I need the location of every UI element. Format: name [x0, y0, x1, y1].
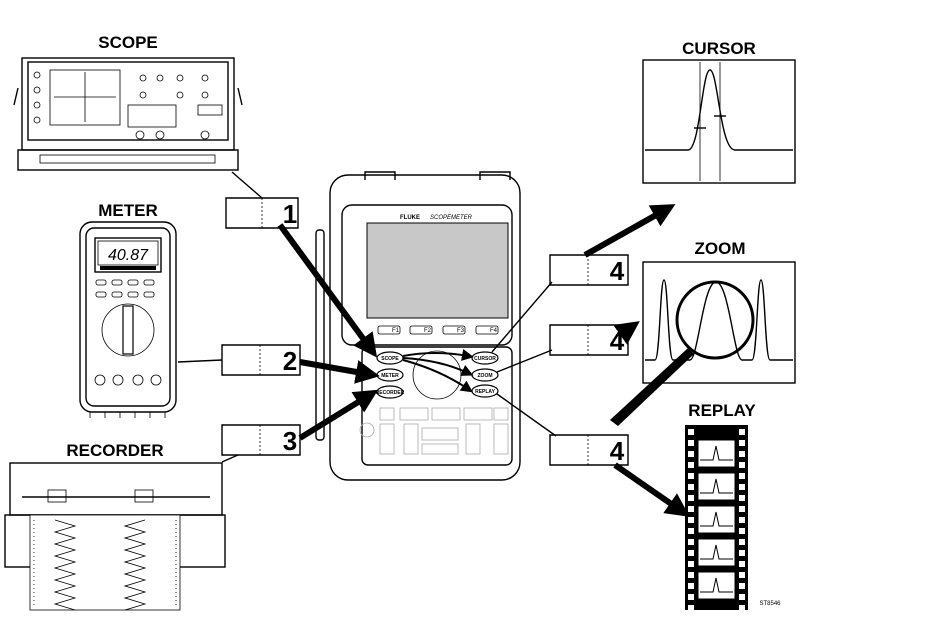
film-frame: [698, 539, 735, 566]
cursor-label: CURSOR: [682, 39, 756, 58]
step-tag-4-zoom: 4: [550, 325, 628, 356]
button-label: METER: [381, 373, 399, 379]
film-perforation: [739, 550, 745, 556]
function-keys: F1 F2 F3 F4: [378, 326, 498, 334]
arrow-step-1: [280, 225, 370, 348]
figure-id: ST8546: [759, 601, 781, 607]
film-perforation: [739, 528, 745, 534]
step-tag-4-replay: 4: [550, 435, 628, 466]
step-number: 3: [283, 426, 297, 456]
film-perforation: [688, 594, 694, 600]
multimeter-illustration: 40.87: [80, 222, 176, 418]
film-perforation: [688, 517, 694, 523]
replay-button[interactable]: REPLAY: [472, 385, 498, 397]
step-tag-3: 3: [222, 425, 300, 456]
film-perforation: [739, 451, 745, 457]
step-tag-2: 2: [222, 345, 300, 376]
recorder-button[interactable]: RECORDER: [376, 386, 405, 398]
button-label: ZOOM: [478, 373, 493, 379]
f2-key[interactable]: F2: [424, 328, 432, 334]
film-perforation: [739, 583, 745, 589]
film-perforation: [688, 605, 694, 611]
film-frame: [698, 506, 735, 533]
step-number: 1: [283, 199, 297, 229]
oscilloscope-illustration: [14, 58, 242, 170]
meter-button[interactable]: METER: [377, 369, 403, 381]
button-label: CURSOR: [474, 356, 496, 362]
meter-label: METER: [98, 201, 158, 220]
chart-recorder-illustration: [5, 463, 225, 610]
step-tag-1: 1: [226, 198, 298, 229]
display-screen: [367, 223, 508, 318]
film-perforation: [739, 605, 745, 611]
scopemeter-device: FLUKE SCOPEMETER F1 F2 F3 F4 SCOPE METER…: [316, 172, 520, 480]
film-perforation: [688, 528, 694, 534]
step-number: 2: [283, 346, 297, 376]
film-perforation: [688, 572, 694, 578]
arrow-step-2: [300, 362, 368, 374]
arrow-step-3: [300, 396, 368, 438]
film-perforation: [688, 429, 694, 435]
film-perforation: [739, 506, 745, 512]
film-perforation: [688, 451, 694, 457]
step-number: 4: [610, 436, 625, 466]
film-perforation: [688, 462, 694, 468]
magnifier-icon: [677, 282, 753, 358]
film-perforation: [739, 594, 745, 600]
replay-label: REPLAY: [688, 401, 756, 420]
cursor-panel: [643, 60, 795, 183]
f1-key[interactable]: F1: [392, 328, 400, 334]
cursor-button[interactable]: CURSOR: [472, 352, 498, 364]
film-perforation: [688, 473, 694, 479]
brand-logo: FLUKE: [400, 215, 420, 221]
recorder-label: RECORDER: [66, 441, 163, 460]
film-perforation: [688, 583, 694, 589]
button-label: RECORDER: [376, 390, 405, 396]
film-perforation: [688, 495, 694, 501]
film-perforation: [688, 550, 694, 556]
film-frame: [698, 440, 735, 467]
film-perforation: [688, 506, 694, 512]
film-perforation: [688, 539, 694, 545]
film-frame: [698, 572, 735, 599]
film-perforation: [739, 473, 745, 479]
step-tag-4-cursor: 4: [550, 255, 628, 286]
film-perforation: [739, 429, 745, 435]
f4-key[interactable]: F4: [490, 328, 498, 334]
film-perforation: [739, 517, 745, 523]
film-perforation: [688, 440, 694, 446]
zoom-label: ZOOM: [695, 239, 746, 258]
film-perforation: [739, 484, 745, 490]
film-perforation: [688, 484, 694, 490]
film-perforation: [739, 440, 745, 446]
model-name: SCOPEMETER: [430, 215, 473, 221]
film-perforation: [739, 539, 745, 545]
arrow-to-replay: [615, 465, 680, 510]
film-perforation: [739, 462, 745, 468]
film-frame: [698, 473, 735, 500]
scope-label: SCOPE: [98, 33, 158, 52]
replay-filmstrip: [685, 425, 748, 611]
film-perforation: [739, 495, 745, 501]
arrow-to-cursor: [585, 210, 665, 255]
step-number: 4: [610, 256, 625, 286]
scope-button[interactable]: SCOPE: [377, 352, 403, 364]
film-perforation: [739, 572, 745, 578]
film-perforation: [739, 561, 745, 567]
zoom-button[interactable]: ZOOM: [472, 369, 498, 381]
film-perforation: [688, 561, 694, 567]
button-label: SCOPE: [381, 356, 399, 362]
button-label: REPLAY: [475, 389, 495, 395]
meter-display-value: 40.87: [108, 247, 149, 264]
f3-key[interactable]: F3: [457, 328, 465, 334]
